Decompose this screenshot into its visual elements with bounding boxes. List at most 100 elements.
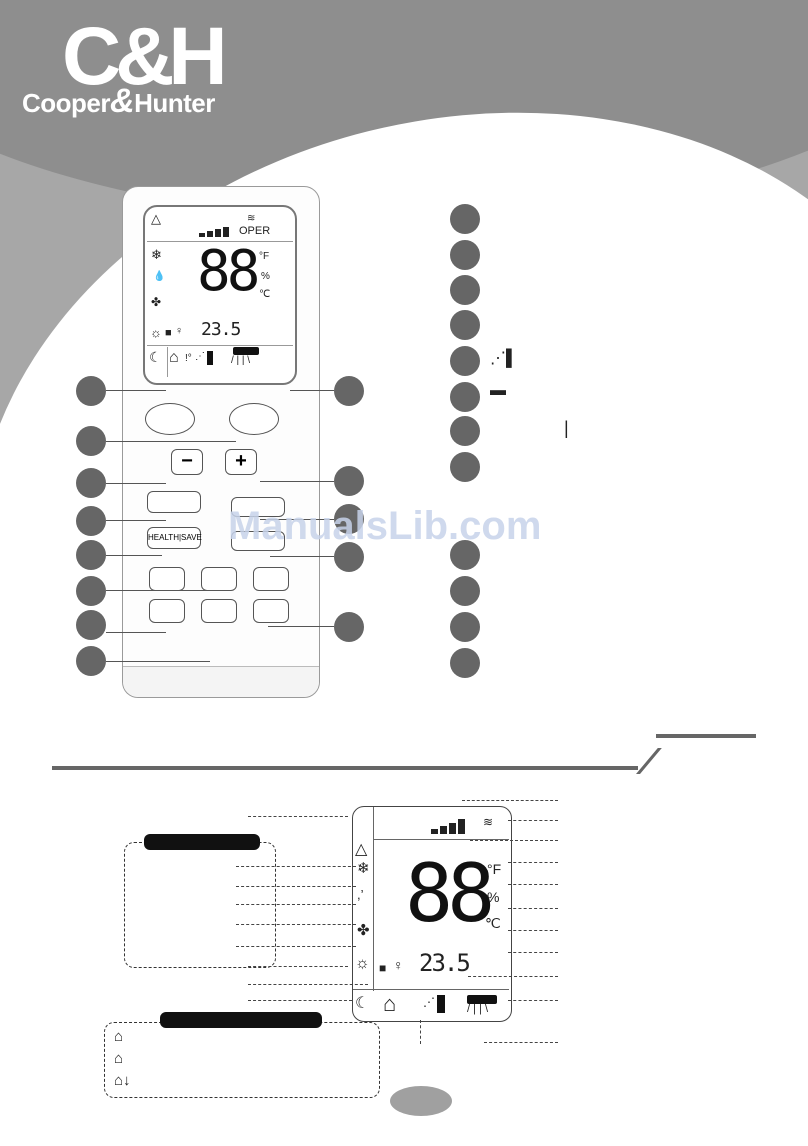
leader-line — [290, 390, 334, 391]
remote-bottom — [123, 666, 319, 697]
leader-line — [106, 441, 236, 442]
leader-line — [248, 966, 348, 967]
callout-marker — [334, 542, 364, 572]
quiet-button[interactable] — [253, 599, 289, 623]
leader-line — [106, 590, 216, 591]
callout-marker — [76, 610, 106, 640]
leader-line — [106, 555, 162, 556]
leader-line — [462, 800, 558, 801]
timer-button[interactable] — [201, 567, 237, 591]
swing-rays-icon: / | | \ — [231, 355, 251, 366]
turbo-button[interactable] — [149, 599, 185, 623]
callout-marker — [76, 646, 106, 676]
legend-marker — [450, 416, 480, 446]
leader-line — [236, 904, 356, 905]
section-rule — [636, 748, 662, 774]
swing-horizontal-icon: ▬ — [490, 382, 506, 399]
leader-line — [508, 952, 558, 953]
leader-line — [248, 816, 348, 817]
on-off-button[interactable] — [145, 403, 195, 435]
callout-marker — [76, 506, 106, 536]
brand-logo: C&H Cooper&Hunter — [22, 11, 262, 120]
leader-line — [508, 884, 558, 885]
drops-icon: ,’ — [357, 887, 364, 902]
leader-line — [484, 1042, 558, 1043]
temp-button[interactable] — [253, 567, 289, 591]
logo-mark: C&H — [62, 11, 228, 102]
swing-vertical-icon — [207, 351, 213, 365]
callout-marker — [334, 612, 364, 642]
fan-button[interactable] — [147, 491, 201, 513]
display-lcd: ≋ △ ❄ ,’ ✤ ☼ ■ ♀ 88 °F % ℃ 23.5 ☾ ⌂ ⋰ / … — [352, 806, 512, 1022]
swing-vertical-button[interactable] — [231, 497, 285, 517]
bulb-icon: ♀ — [175, 325, 184, 337]
leader-line — [106, 632, 166, 633]
signal-bar — [449, 823, 456, 834]
leader-line — [236, 924, 356, 925]
house-icon: ⌂ — [114, 1028, 124, 1045]
health-save-button[interactable]: HEALTH|SAVE — [147, 527, 202, 549]
oper-label: OPER — [239, 225, 271, 237]
callout-marker — [334, 504, 364, 534]
lock-icon: ■ — [165, 327, 172, 339]
leader-line — [508, 820, 558, 821]
mode-box — [124, 842, 276, 968]
fan-icon: ✤ — [357, 922, 370, 939]
signal-bar — [207, 231, 213, 237]
callout-marker — [76, 468, 106, 498]
big-digits: 88 — [405, 847, 495, 940]
leader-line — [268, 626, 334, 627]
legend-marker — [450, 346, 480, 376]
leader-line — [420, 1020, 422, 1044]
legend-marker — [450, 452, 480, 482]
lcd-divider — [373, 807, 374, 991]
moon-icon: ☾ — [149, 349, 162, 365]
title-bar — [160, 1012, 322, 1028]
leader-line — [260, 481, 334, 482]
signal-bar — [440, 826, 447, 834]
leader-line — [470, 840, 558, 841]
leader-line — [270, 556, 334, 557]
section-rule — [656, 734, 756, 738]
callout-marker — [76, 540, 106, 570]
unit-c: ℃ — [259, 289, 271, 300]
house-icon: ⌂ — [169, 349, 179, 366]
leader-line — [236, 946, 356, 947]
leader-line — [106, 661, 210, 662]
callout-marker — [334, 376, 364, 406]
sleep-button[interactable] — [149, 567, 185, 591]
drops-icon: 💧 — [153, 271, 166, 282]
unit-percent: % — [487, 889, 500, 905]
leader-line — [508, 862, 558, 863]
mode-button[interactable] — [229, 403, 279, 435]
auto-mode-icon: △ — [355, 841, 368, 858]
legend-marker — [450, 382, 480, 412]
leader-line — [106, 390, 166, 391]
leader-line — [260, 519, 334, 520]
house-icon: ⌂ — [383, 991, 397, 1016]
plus-button[interactable]: + — [225, 449, 257, 475]
leader-line — [106, 483, 166, 484]
callout-marker — [76, 376, 106, 406]
remote-control: ≋ OPER △ ❄ 💧 ✤ ☼ ■ ♀ 88 °F % ℃ 23.5 ☾ ⌂ … — [122, 186, 320, 698]
sun-icon: ☼ — [150, 325, 162, 340]
swing-vertical-icon — [437, 995, 445, 1013]
remote-lcd: ≋ OPER △ ❄ 💧 ✤ ☼ ■ ♀ 88 °F % ℃ 23.5 ☾ ⌂ … — [143, 205, 297, 385]
small-digits: 23.5 — [419, 949, 471, 977]
leader-line — [508, 930, 558, 931]
signal-icon: ≋ — [483, 815, 494, 829]
callout-marker — [334, 466, 364, 496]
legend-marker — [450, 275, 480, 305]
watermark: ManualsLib.com — [228, 504, 542, 548]
swing-horizontal-icon — [467, 995, 497, 1004]
signal-bar — [215, 229, 221, 237]
unit-c: ℃ — [485, 915, 501, 931]
minus-button[interactable]: − — [171, 449, 203, 475]
callout-marker — [76, 576, 106, 606]
bulb-icon: ♀ — [393, 957, 404, 973]
swing-horizontal-button[interactable] — [231, 531, 285, 551]
leader-line — [236, 866, 356, 867]
legend-marker — [450, 204, 480, 234]
legend-marker — [450, 310, 480, 340]
light-button[interactable] — [201, 599, 237, 623]
